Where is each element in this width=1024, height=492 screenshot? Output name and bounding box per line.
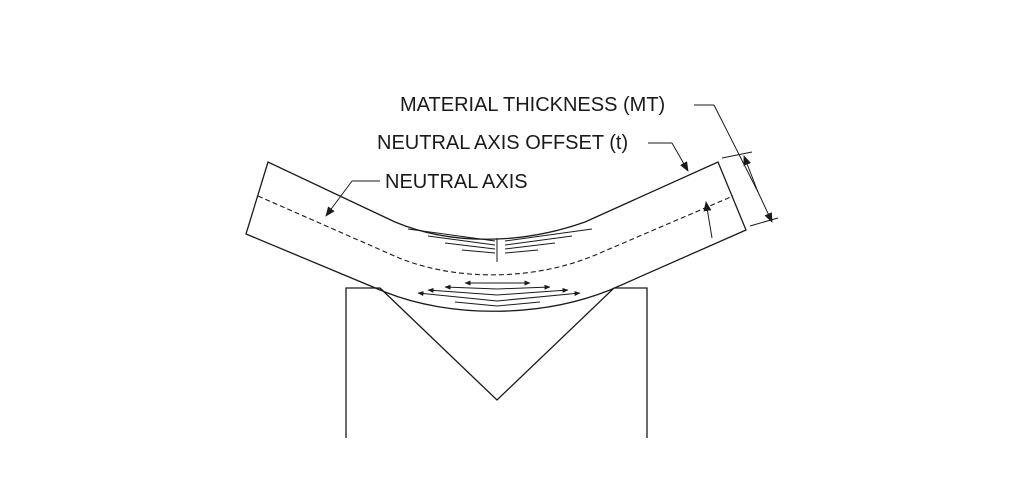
neutral-axis-arrow xyxy=(325,180,353,217)
label-neutral-axis: NEUTRAL AXIS xyxy=(385,171,528,193)
label-material-thickness: MATERIAL THICKNESS (MT) xyxy=(400,94,666,116)
compression-line xyxy=(407,228,496,242)
offset-arrow-up xyxy=(703,201,713,239)
compression-line xyxy=(504,249,539,254)
compression-lines xyxy=(407,228,593,262)
mt-extension-line-top xyxy=(721,151,753,159)
label-neutral-axis-offset: NEUTRAL AXIS OFFSET (t) xyxy=(377,132,629,154)
compression-line xyxy=(504,235,573,246)
tension-line xyxy=(496,301,541,307)
mt-dimension xyxy=(721,151,779,227)
mt-arrow-down xyxy=(757,191,773,223)
tension-line xyxy=(454,301,498,307)
tension-arrow xyxy=(427,287,498,296)
compression-line xyxy=(461,249,496,254)
offset-arrow-down xyxy=(671,142,689,172)
offset-leader xyxy=(648,142,713,239)
tension-arrows xyxy=(417,280,581,307)
compression-line xyxy=(444,242,496,250)
tension-arrow xyxy=(496,291,581,302)
neutral-axis-line xyxy=(257,195,734,276)
mt-arrow-up xyxy=(743,155,759,193)
mt-leader xyxy=(694,104,759,193)
compression-line xyxy=(504,228,593,242)
mt-extension-line-bottom xyxy=(749,217,779,227)
tension-arrow xyxy=(496,287,569,296)
compression-line xyxy=(427,235,496,246)
v-die xyxy=(345,287,648,438)
tension-arrow xyxy=(417,291,498,302)
tension-arrow xyxy=(496,284,551,290)
compression-line xyxy=(504,242,556,250)
neutral-axis-leader xyxy=(325,180,380,217)
bent-sheet-outline xyxy=(245,161,747,312)
tension-arrow xyxy=(444,284,498,290)
